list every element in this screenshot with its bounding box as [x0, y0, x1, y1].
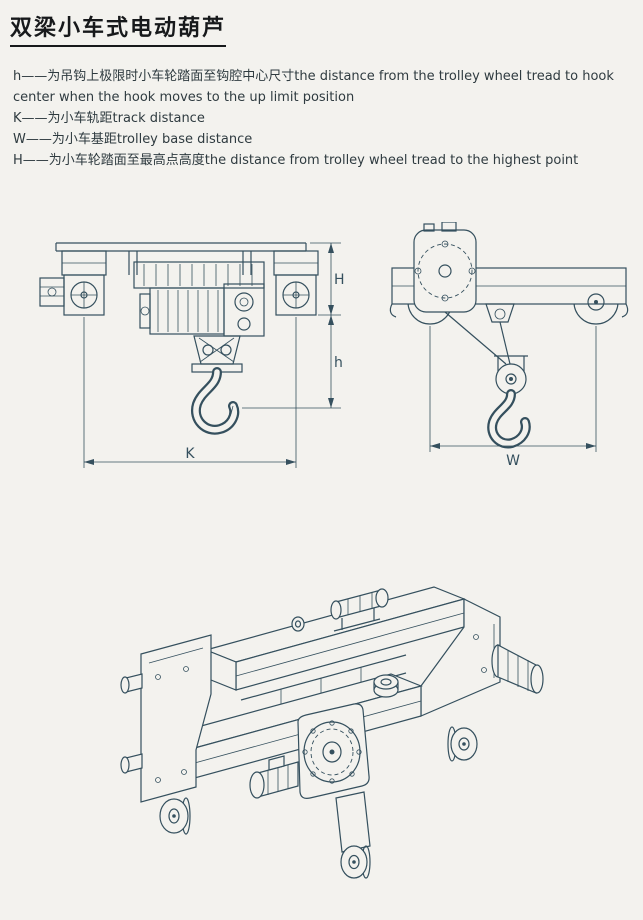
dimension-label-K: K	[185, 446, 195, 462]
note-line-H: H——为小车轮踏面至最高点高度the distance from trolley…	[13, 153, 579, 168]
dimension-notes: h——为吊钩上极限时小车轮踏面至钩腔中心尺寸the distance from …	[13, 66, 631, 171]
dimension-h: h	[242, 315, 343, 409]
gear-cover	[413, 222, 477, 313]
dimension-label-W: W	[506, 453, 520, 469]
front-view-svg: H h K	[39, 242, 345, 468]
hoist-ropes	[444, 311, 511, 365]
front-view-figure: H h K	[34, 218, 346, 478]
trolley-frame	[55, 242, 319, 276]
note-line-h-cont: center when the hook moves to the up lim…	[13, 90, 355, 105]
travel-motor	[330, 588, 389, 632]
travel-drive	[39, 277, 65, 307]
isometric-svg	[120, 586, 544, 879]
isometric-figure	[86, 532, 556, 912]
lifting-lug	[291, 616, 305, 632]
dimension-label-h: h	[334, 355, 343, 371]
front-motor	[249, 755, 299, 799]
right-wheel	[447, 726, 478, 762]
dimension-H: H	[310, 242, 345, 316]
rope-anchor-bracket	[485, 303, 515, 323]
left-wheel-block	[63, 274, 105, 316]
page-title: 双梁小车式电动葫芦	[10, 10, 227, 47]
hook-block	[191, 335, 243, 435]
gearbox	[223, 283, 265, 337]
hook-block	[487, 355, 531, 449]
hoist-gearbox	[297, 703, 370, 799]
bottom-bracket-wheel	[335, 791, 371, 879]
dimension-K: K	[83, 317, 297, 468]
right-wheel-block	[275, 274, 317, 316]
drum-end-flange	[373, 674, 399, 698]
side-view-figure: W	[386, 222, 631, 472]
hoist-motor	[139, 287, 225, 335]
hoist-motor	[491, 644, 544, 694]
left-wheel	[159, 797, 191, 835]
side-view-svg: W	[389, 222, 629, 469]
dimension-label-H: H	[334, 272, 345, 288]
rope-drum	[133, 261, 265, 289]
dimension-W: W	[429, 326, 597, 469]
note-line-w: W——为小车基距trolley base distance	[13, 132, 253, 147]
note-line-k: K——为小车轨距track distance	[13, 111, 205, 126]
left-end-plate	[120, 634, 212, 803]
note-line-h: h——为吊钩上极限时小车轮踏面至钩腔中心尺寸the distance from …	[13, 69, 614, 84]
